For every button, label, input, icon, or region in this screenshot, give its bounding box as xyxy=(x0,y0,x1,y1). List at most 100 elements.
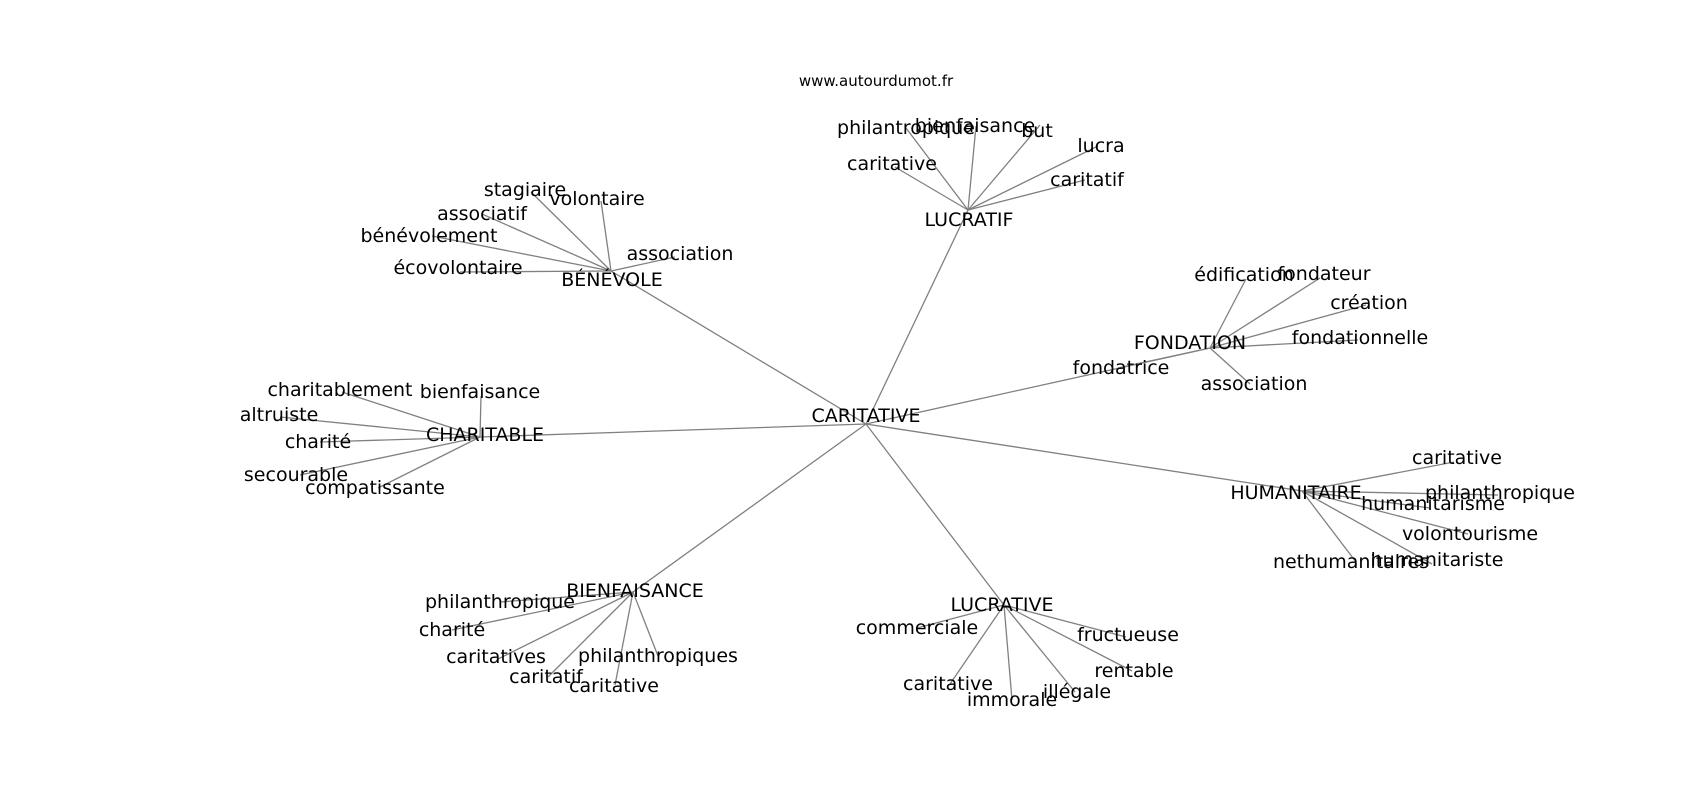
leaf-word: philanthropiques xyxy=(578,645,738,667)
leaf-word: caritatif xyxy=(509,666,584,688)
edge-hub-to-word xyxy=(1301,490,1357,563)
edge-hub-to-word xyxy=(1301,490,1499,496)
edge-center-to-hub xyxy=(610,270,867,425)
graph-labels: CARITATIVELUCRATIFphilantropiquebienfais… xyxy=(240,115,1575,711)
edge-hub-to-word xyxy=(1003,604,1076,693)
leaf-word: philantropique xyxy=(837,117,975,139)
edge-hub-to-word xyxy=(1301,490,1433,565)
leaf-word: bienfaisance xyxy=(915,115,1035,137)
leaf-word: humanitariste xyxy=(1371,549,1504,571)
hub-word: FONDATION xyxy=(1134,332,1246,354)
edge-hub-to-word xyxy=(431,235,612,272)
graph-edges xyxy=(279,124,1499,701)
edge-hub-to-word xyxy=(479,395,482,438)
leaf-word: bénévolement xyxy=(360,225,497,247)
leaf-word: immorale xyxy=(967,689,1057,711)
leaf-word: caritatives xyxy=(446,646,546,668)
edge-hub-to-word xyxy=(1003,604,1127,638)
leaf-word: lucra xyxy=(1077,135,1124,157)
leaf-word: caritative xyxy=(569,675,659,697)
leaf-word: fondatrice xyxy=(1073,357,1170,379)
edge-hub-to-word xyxy=(1301,461,1455,492)
edge-hub-to-word xyxy=(610,256,676,272)
edge-hub-to-word xyxy=(1209,304,1367,349)
leaf-word: caritative xyxy=(847,153,937,175)
leaf-word: charité xyxy=(419,619,485,641)
edge-hub-to-word xyxy=(967,124,1041,211)
hub-word: LUCRATIF xyxy=(925,209,1014,231)
edge-hub-to-word xyxy=(894,166,969,211)
site-url: www.autourdumot.fr xyxy=(798,72,954,90)
leaf-word: association xyxy=(627,243,734,265)
edge-hub-to-word xyxy=(1209,347,1251,385)
edge-hub-to-word xyxy=(451,591,634,631)
leaf-word: compatissante xyxy=(305,477,445,499)
edge-hub-to-word xyxy=(499,591,634,603)
leaf-word: commerciale xyxy=(856,617,979,639)
hub-word: HUMANITAIRE xyxy=(1230,482,1361,504)
edge-hub-to-word xyxy=(530,191,612,272)
leaf-word: charitablement xyxy=(267,379,412,401)
leaf-word: altruiste xyxy=(240,404,319,426)
edge-hub-to-word xyxy=(547,591,634,678)
edge-center-to-hub xyxy=(865,209,969,425)
leaf-word: caritatif xyxy=(1050,169,1125,191)
edge-hub-to-word xyxy=(1209,277,1321,349)
leaf-word: volontaire xyxy=(549,188,644,210)
leaf-word: associatif xyxy=(437,203,528,225)
edge-hub-to-word xyxy=(341,391,481,438)
edge-hub-to-word xyxy=(319,436,481,443)
edge-center-to-hub xyxy=(865,423,1303,492)
edge-center-to-hub xyxy=(479,423,867,438)
leaf-word: bienfaisance xyxy=(420,381,540,403)
edge-hub-to-word xyxy=(1301,490,1431,509)
edge-hub-to-word xyxy=(377,436,481,489)
edge-hub-to-word xyxy=(905,127,969,211)
edge-center-to-hub xyxy=(632,423,867,593)
edge-hub-to-word xyxy=(1301,490,1469,535)
leaf-word: philanthropique xyxy=(1425,482,1575,504)
edge-hub-to-word xyxy=(949,604,1005,685)
leaf-word: stagiaire xyxy=(484,179,566,201)
leaf-word: secourable xyxy=(244,464,348,486)
leaf-word: volontourisme xyxy=(1402,523,1538,545)
leaf-word: fondationnelle xyxy=(1292,327,1428,349)
leaf-word: nethumanitaires xyxy=(1273,551,1429,573)
leaf-word: édification xyxy=(1194,264,1293,286)
hub-word: BÉNÉVOLE xyxy=(561,268,662,291)
edge-hub-to-word xyxy=(916,604,1005,629)
edge-hub-to-word xyxy=(967,125,977,211)
edge-hub-to-word xyxy=(614,591,634,686)
edge-hub-to-word xyxy=(632,591,659,657)
leaf-word: philanthropique xyxy=(425,591,575,613)
hub-word: CHARITABLE xyxy=(426,424,544,446)
edge-hub-to-word xyxy=(459,270,612,273)
leaf-word: caritative xyxy=(903,673,993,695)
leaf-word: rentable xyxy=(1094,660,1173,682)
edge-hub-to-word xyxy=(481,213,612,272)
center-word: CARITATIVE xyxy=(812,405,921,427)
leaf-word: caritative xyxy=(1412,447,1502,469)
leaf-word: écovolontaire xyxy=(393,257,522,279)
edge-hub-to-word xyxy=(279,416,481,438)
hub-word: BIENFAISANCE xyxy=(566,580,704,602)
edge-hub-to-word xyxy=(1209,339,1359,349)
edge-hub-to-word xyxy=(497,591,634,660)
hub-word: LUCRATIVE xyxy=(951,594,1054,616)
leaf-word: charité xyxy=(285,431,351,453)
edge-center-to-hub xyxy=(865,423,1005,606)
leaf-word: création xyxy=(1330,292,1408,314)
leaf-word: but xyxy=(1021,120,1053,142)
leaf-word: humanitarisme xyxy=(1361,493,1505,515)
edge-hub-to-word xyxy=(299,436,481,476)
edge-hub-to-word xyxy=(1003,604,1133,672)
leaf-word: association xyxy=(1201,373,1308,395)
edge-hub-to-word xyxy=(1003,604,1013,701)
leaf-word: illégale xyxy=(1043,681,1111,703)
edge-hub-to-word xyxy=(967,179,1086,211)
edge-hub-to-word xyxy=(1117,347,1211,369)
leaf-word: fructueuse xyxy=(1077,624,1179,646)
leaf-word: fondateur xyxy=(1277,263,1370,285)
